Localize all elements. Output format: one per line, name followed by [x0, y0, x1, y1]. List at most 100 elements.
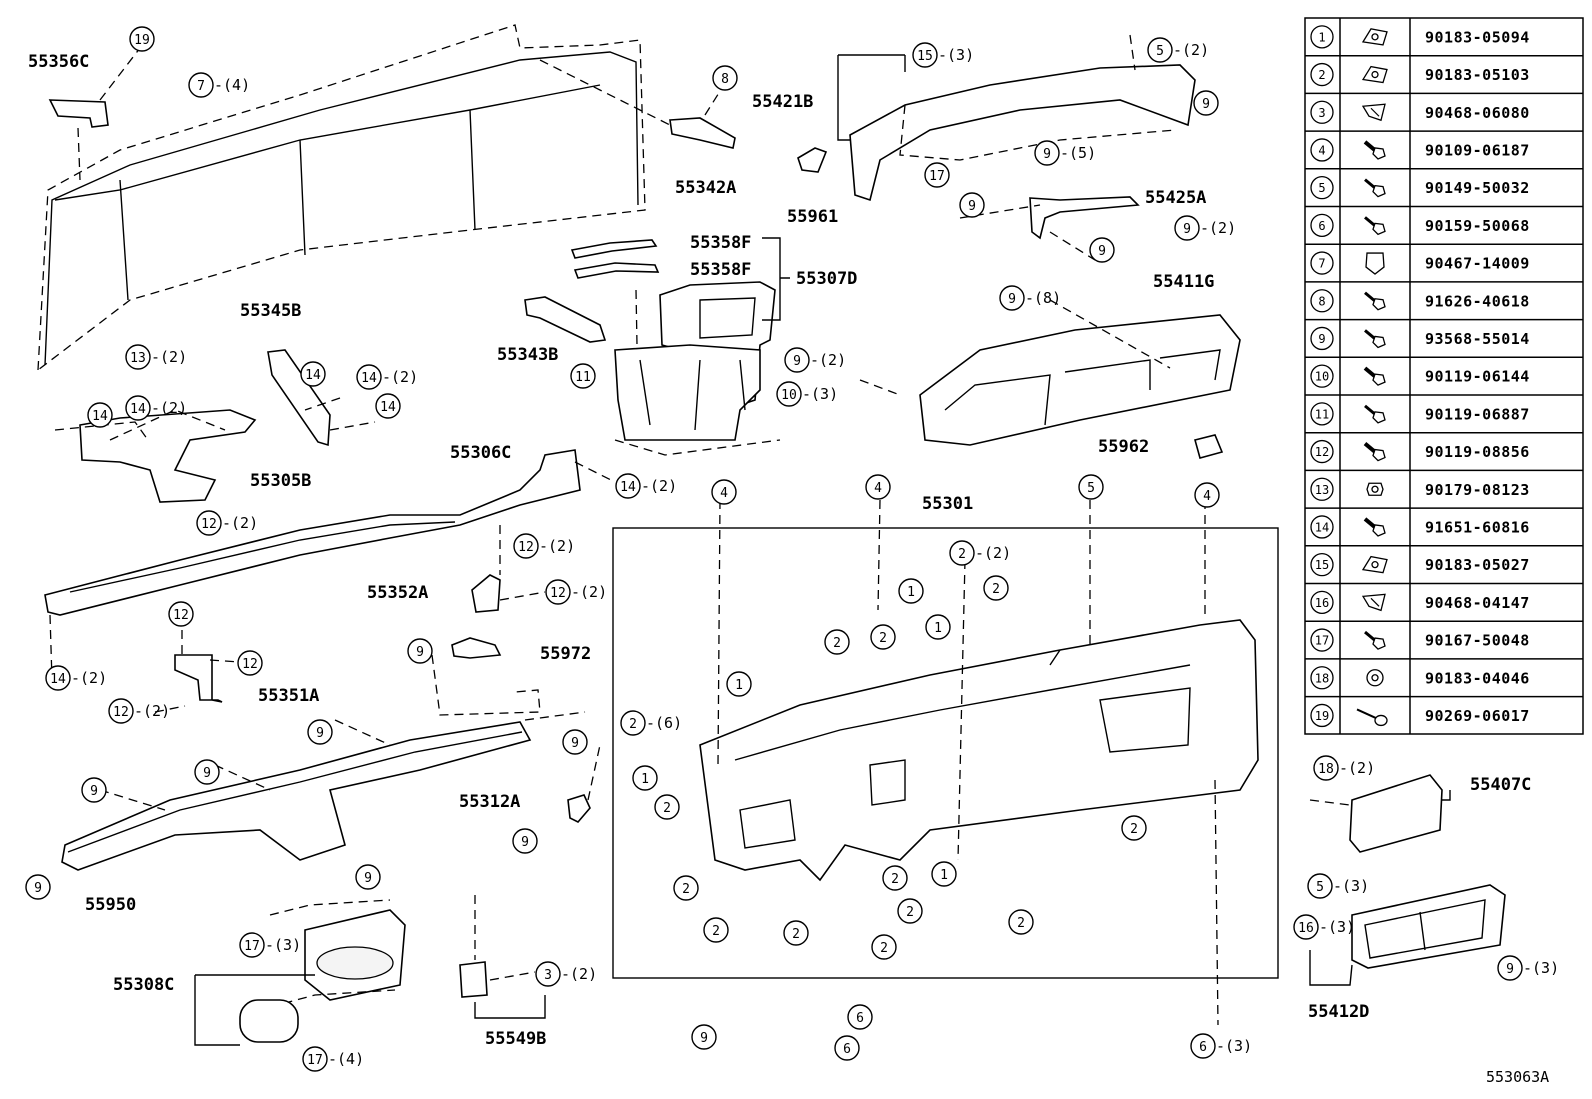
row-number-circle	[1310, 477, 1334, 501]
row-number: 15	[1315, 558, 1329, 572]
callout-number: 17	[307, 1053, 323, 1068]
callout-number: 2	[1130, 822, 1138, 837]
callout-circle	[871, 934, 897, 960]
screw-icon	[1364, 630, 1386, 650]
callout-number: 4	[720, 486, 728, 501]
part-label-55312A: 55312A	[459, 792, 520, 812]
callout-number: 2	[682, 882, 690, 897]
part-label-55342A: 55342A	[675, 178, 736, 198]
callout-qty: -(2)	[641, 477, 677, 495]
rivet-icon	[1356, 708, 1388, 727]
row-number: 1	[1318, 30, 1325, 44]
callout-qty: -(2)	[975, 544, 1011, 562]
callout-circle	[615, 473, 641, 499]
callout-circle	[570, 363, 596, 389]
fastener-part-number: 90119-08856	[1425, 443, 1530, 461]
panel-55411G	[859, 299, 1241, 446]
callout-number: 2	[891, 872, 899, 887]
pad-55421B	[849, 34, 1196, 202]
screw-icon	[1364, 178, 1386, 198]
callout-2: 2	[983, 575, 1009, 601]
fastener-part-number: 90183-05103	[1425, 66, 1530, 84]
callout-2: 2	[870, 624, 896, 650]
row-number: 12	[1315, 445, 1329, 459]
door-55407C	[1309, 774, 1443, 853]
row-number: 16	[1315, 596, 1329, 610]
clip-nut-icon	[1361, 65, 1388, 84]
callout-number: 14	[380, 400, 396, 415]
callout-2: 2	[1008, 909, 1034, 935]
callout-9: 9	[1193, 90, 1219, 116]
callout-circle	[1307, 873, 1333, 899]
callout-number: 9	[90, 784, 98, 799]
callout-14: 14	[87, 402, 113, 428]
bracket-55352A	[471, 525, 546, 613]
part-label-55950: 55950	[85, 895, 136, 915]
callout-circle	[882, 865, 908, 891]
callout-circle	[1194, 482, 1220, 508]
row-number-circle	[1310, 364, 1334, 388]
bolt-55312A	[567, 744, 601, 823]
callout-circle	[703, 917, 729, 943]
bracket-55305B	[54, 409, 257, 503]
callout-circle	[1497, 955, 1523, 981]
brace-lower-drawing	[614, 344, 781, 456]
row-number-circle	[1310, 138, 1334, 162]
callout-number: 8	[721, 72, 729, 87]
part-label-55358F_b: 55358F	[690, 260, 751, 280]
callout-qty: -(2)	[1173, 41, 1209, 59]
callout-circle	[125, 344, 151, 370]
fastener-part-number: 90183-04046	[1425, 669, 1530, 687]
callout-7: 7-(4)	[188, 72, 250, 98]
callout-number: 9	[316, 726, 324, 741]
callout-number: 12	[173, 608, 189, 623]
callout-qty: -(3)	[1333, 877, 1369, 895]
callout-9: 9	[25, 874, 51, 900]
bracket-55356C	[48, 47, 141, 181]
part-label-55307D: 55307D	[796, 269, 857, 289]
callout-6: 6	[834, 1035, 860, 1061]
part-label-55412D: 55412D	[1308, 1002, 1369, 1022]
callout-circle	[356, 364, 382, 390]
callout-circle	[912, 42, 938, 68]
bracket-55308C	[239, 899, 406, 1016]
callout-circle	[168, 601, 194, 627]
callout-14: 14-(2)	[356, 364, 418, 390]
callout-circle	[1293, 914, 1319, 940]
part-label-55301: 55301	[922, 494, 973, 514]
callout-18: 18-(2)	[1313, 755, 1375, 781]
callout-qty: -(2)	[151, 348, 187, 366]
callout-15: 15-(3)	[912, 42, 974, 68]
callout-number: 6	[1199, 1040, 1207, 1055]
callout-circle	[25, 874, 51, 900]
part-label-55407C: 55407C	[1470, 775, 1531, 795]
callout-9: 9	[1089, 237, 1115, 263]
row-number-circle	[1310, 590, 1334, 614]
row-number: 14	[1315, 520, 1329, 534]
callout-number: 12	[550, 586, 566, 601]
callout-17: 17 -(4)	[302, 1046, 364, 1072]
callout-9: 9	[512, 828, 538, 854]
callout-circle	[632, 765, 658, 791]
callout-number: 1	[641, 772, 649, 787]
callout-qty: -(8)	[1025, 289, 1061, 307]
callout-circle	[1174, 215, 1200, 241]
callout-qty: -(4)	[214, 76, 250, 94]
callout-qty: -(2)	[539, 537, 575, 555]
callout-circle	[847, 1004, 873, 1030]
callout-number: 14	[130, 402, 146, 417]
callout-number: 2	[879, 631, 887, 646]
screw-icon	[1364, 404, 1386, 424]
callout-number: 9	[1008, 292, 1016, 307]
callout-number: 17	[929, 169, 945, 184]
callout-16: 16-(3)	[1293, 914, 1355, 940]
clip-nut-icon	[1361, 555, 1388, 574]
callout-qty: -(4)	[328, 1050, 364, 1068]
callout-qty: -(2)	[561, 965, 597, 983]
callout-2: 2	[703, 917, 729, 943]
